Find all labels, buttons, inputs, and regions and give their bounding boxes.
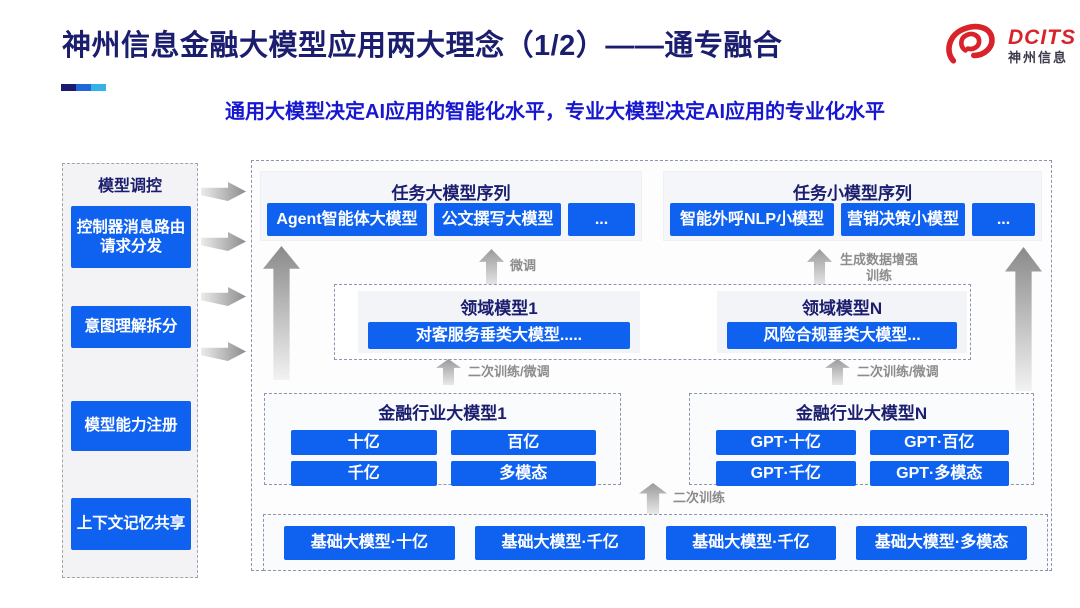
panel-header: 领域模型N bbox=[801, 299, 883, 318]
flow-right-arrow-3 bbox=[201, 287, 246, 306]
chip-row: 智能外呼NLP小模型 营销决策小模型 ... bbox=[670, 203, 1035, 236]
panel-header: 金融行业大模型1 bbox=[378, 404, 507, 423]
model-chip: 智能外呼NLP小模型 bbox=[670, 203, 834, 236]
model-chip: GPT·多模态 bbox=[869, 461, 1009, 486]
brand-logo: DCITS 神州信息 bbox=[941, 20, 1076, 73]
model-chip: 百亿 bbox=[450, 430, 596, 455]
finetune-label: 微调 bbox=[510, 258, 537, 273]
panel-header: 任务小模型序列 bbox=[793, 184, 912, 203]
panel-header: 任务大模型序列 bbox=[391, 184, 511, 203]
panel-header: 领域模型1 bbox=[460, 299, 538, 318]
sidebar-item-router: 控制器消息路由请求分发 bbox=[71, 206, 191, 268]
brand-name: DCITS bbox=[1008, 26, 1076, 49]
finetune-up-arrow bbox=[479, 249, 504, 287]
domain-group-1: 领域模型1 对客服务垂类大模型..... bbox=[358, 291, 640, 353]
sidebar-item-intent: 意图理解拆分 bbox=[71, 306, 191, 348]
accent-bar-segment bbox=[91, 84, 106, 91]
augment-label: 生成数据增强训练 bbox=[839, 252, 918, 283]
model-control-panel: 模型调控 控制器消息路由请求分发 意图理解拆分 模型能力注册 上下文记忆共享 bbox=[62, 163, 198, 578]
industry-group-1: 金融行业大模型1 十亿 百亿 千亿 多模态 bbox=[264, 393, 621, 486]
industry-group-n: 金融行业大模型N GPT·十亿 GPT·百亿 GPT·千亿 GPT·多模态 bbox=[689, 393, 1034, 486]
up-arrow-left-big bbox=[263, 246, 300, 380]
domain-group-n: 领域模型N 风险合规垂类大模型... bbox=[717, 291, 967, 353]
model-chip: 基础大模型·多模态 bbox=[856, 525, 1027, 560]
brand-name-cn: 神州信息 bbox=[1008, 50, 1069, 65]
model-chip: 基础大模型·千亿 bbox=[665, 525, 837, 560]
sidebar-item-registry: 模型能力注册 bbox=[71, 401, 191, 451]
model-chip: 基础大模型·千亿 bbox=[474, 525, 646, 560]
model-chip: 十亿 bbox=[291, 430, 437, 455]
base-models-box: 基础大模型·十亿 基础大模型·千亿 基础大模型·千亿 基础大模型·多模态 bbox=[263, 514, 1048, 571]
chip-grid: GPT·十亿 GPT·百亿 GPT·千亿 GPT·多模态 bbox=[716, 430, 1009, 486]
model-chip: GPT·千亿 bbox=[716, 461, 856, 486]
retrain-finetune-label-right: 二次训练/微调 bbox=[857, 364, 939, 379]
accent-bar-segment bbox=[76, 84, 91, 91]
retrain-label: 二次训练 bbox=[673, 490, 726, 505]
augment-up-arrow bbox=[807, 249, 832, 287]
chip-grid: 十亿 百亿 千亿 多模态 bbox=[291, 430, 596, 486]
retrain-finetune-up-arrow-right bbox=[825, 359, 850, 385]
page-title: 神州信息金融大模型应用两大理念（1/2）——通专融合 bbox=[62, 30, 783, 62]
flow-right-arrow-4 bbox=[201, 342, 246, 361]
retrain-finetune-up-arrow-left bbox=[436, 359, 461, 385]
model-chip-ellipsis: ... bbox=[568, 203, 635, 236]
model-chip: GPT·十亿 bbox=[716, 430, 856, 455]
retrain-finetune-label-left: 二次训练/微调 bbox=[468, 364, 550, 379]
model-chip: 千亿 bbox=[291, 461, 437, 486]
up-arrow-right-big bbox=[1005, 247, 1042, 391]
retrain-up-arrow-bottom bbox=[639, 483, 667, 514]
model-architecture-diagram: 任务大模型序列 Agent智能体大模型 公文撰写大模型 ... 任务小模型序列 … bbox=[251, 160, 1052, 571]
logo-swirl-icon bbox=[941, 20, 1001, 73]
model-chip: 风险合规垂类大模型... bbox=[727, 322, 957, 349]
model-chip-ellipsis: ... bbox=[972, 203, 1035, 236]
flow-right-arrow-1 bbox=[201, 182, 246, 201]
chip-row: Agent智能体大模型 公文撰写大模型 ... bbox=[267, 203, 635, 236]
brand-text: DCITS 神州信息 bbox=[1008, 27, 1076, 64]
title-accent-bar bbox=[61, 84, 106, 91]
domain-models-box: 领域模型1 对客服务垂类大模型..... 领域模型N 风险合规垂类大模型... bbox=[334, 284, 971, 360]
model-chip: 公文撰写大模型 bbox=[434, 203, 561, 236]
sidebar-header: 模型调控 bbox=[97, 178, 162, 195]
model-chip: 对客服务垂类大模型..... bbox=[368, 322, 630, 349]
slide-subtitle: 通用大模型决定AI应用的智能化水平，专业大模型决定AI应用的专业化水平 bbox=[225, 101, 885, 123]
panel-header: 金融行业大模型N bbox=[795, 404, 928, 423]
model-chip: GPT·百亿 bbox=[869, 430, 1009, 455]
model-chip: 营销决策小模型 bbox=[841, 203, 965, 236]
sidebar-item-context: 上下文记忆共享 bbox=[71, 498, 191, 550]
model-chip: Agent智能体大模型 bbox=[267, 203, 427, 236]
model-chip: 多模态 bbox=[450, 461, 596, 486]
task-large-model-panel: 任务大模型序列 Agent智能体大模型 公文撰写大模型 ... bbox=[260, 171, 642, 241]
accent-bar-segment bbox=[61, 84, 76, 91]
flow-right-arrow-2 bbox=[201, 232, 246, 251]
task-small-model-panel: 任务小模型序列 智能外呼NLP小模型 营销决策小模型 ... bbox=[663, 171, 1042, 241]
model-chip: 基础大模型·十亿 bbox=[284, 525, 455, 560]
